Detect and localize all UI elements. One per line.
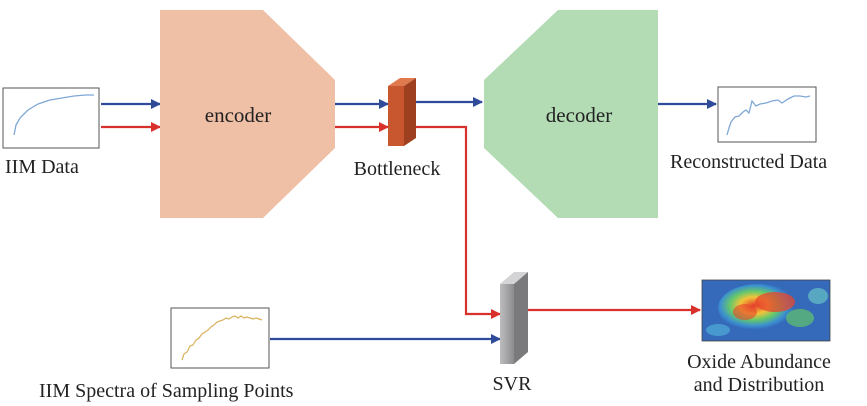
oxide-label-line2: and Distribution: [694, 374, 825, 396]
iim-data-plot: [2, 87, 100, 149]
bottleneck-block: [388, 78, 416, 146]
decoder-label: decoder: [546, 103, 612, 127]
svr-label: SVR: [493, 373, 533, 395]
reconstructed-data-label: Reconstructed Data: [670, 151, 827, 173]
reconstructed-data-plot: [717, 86, 817, 143]
iim-spectra-curve: [181, 315, 263, 361]
reconstructed-curve: [726, 95, 811, 136]
oxide-abundance-map: [701, 279, 831, 342]
decoder-block: [484, 10, 658, 218]
oxide-label-line1: Oxide Abundance: [687, 351, 831, 373]
iim-data-label: IIM Data: [5, 156, 79, 178]
iim-spectra-label: IIM Spectra of Sampling Points: [39, 380, 294, 402]
bottleneck-label: Bottleneck: [354, 158, 441, 180]
iim-data-curve: [13, 94, 94, 136]
iim-spectra-plot: [170, 307, 270, 369]
bottleneck-to-svr-arrow: [416, 125, 501, 319]
encoder-block: [160, 10, 335, 218]
svr-block: [500, 272, 528, 364]
encoder-label: encoder: [205, 103, 271, 127]
